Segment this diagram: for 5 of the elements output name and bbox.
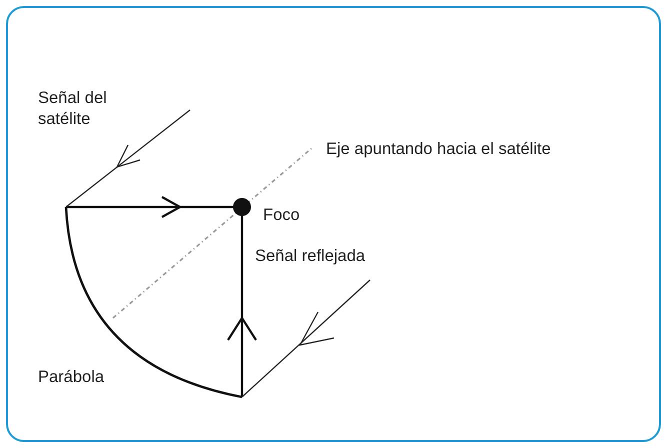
caption-text: Eje apuntando hacia el satélite [326, 139, 551, 160]
caption-text: Señal reflejada [255, 246, 366, 267]
caption-text: Parábola [38, 367, 104, 388]
caption-text: Señal del satélite [38, 88, 108, 130]
caption-text: Foco [263, 205, 300, 226]
